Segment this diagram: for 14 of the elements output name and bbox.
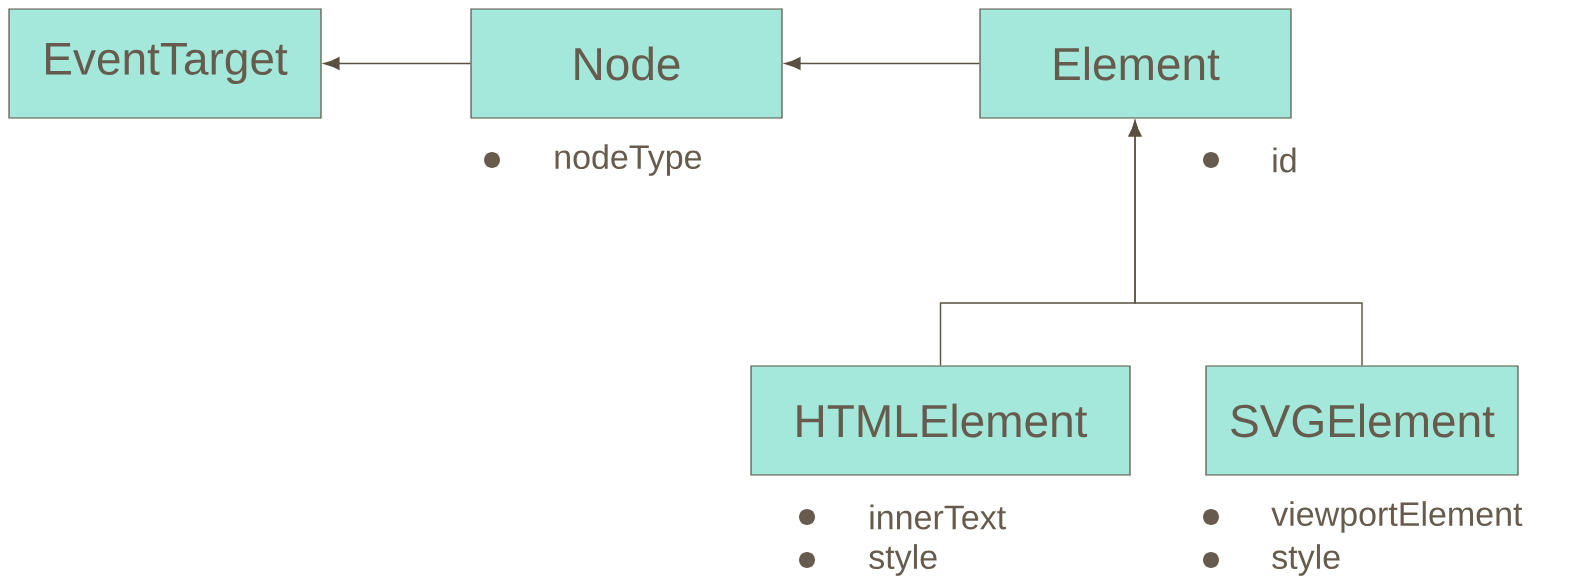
- arrow: [784, 57, 981, 70]
- arrow: [1128, 120, 1363, 367]
- attribute-text: style: [869, 544, 937, 576]
- class-box: EventTarget: [8, 8, 322, 119]
- class-box: SVGElement: [1205, 365, 1519, 476]
- attribute-text: style: [1272, 544, 1340, 576]
- attribute-text: nodeType: [555, 144, 702, 176]
- class-box: HTMLElement: [750, 365, 1131, 476]
- class-box: Element: [979, 8, 1292, 119]
- attribute-text: innerText: [870, 504, 1006, 530]
- attribute-text: viewportElement: [1271, 501, 1523, 533]
- arrow: [323, 57, 472, 70]
- attribute-text: id: [1273, 147, 1296, 173]
- class-box: Node: [470, 8, 783, 119]
